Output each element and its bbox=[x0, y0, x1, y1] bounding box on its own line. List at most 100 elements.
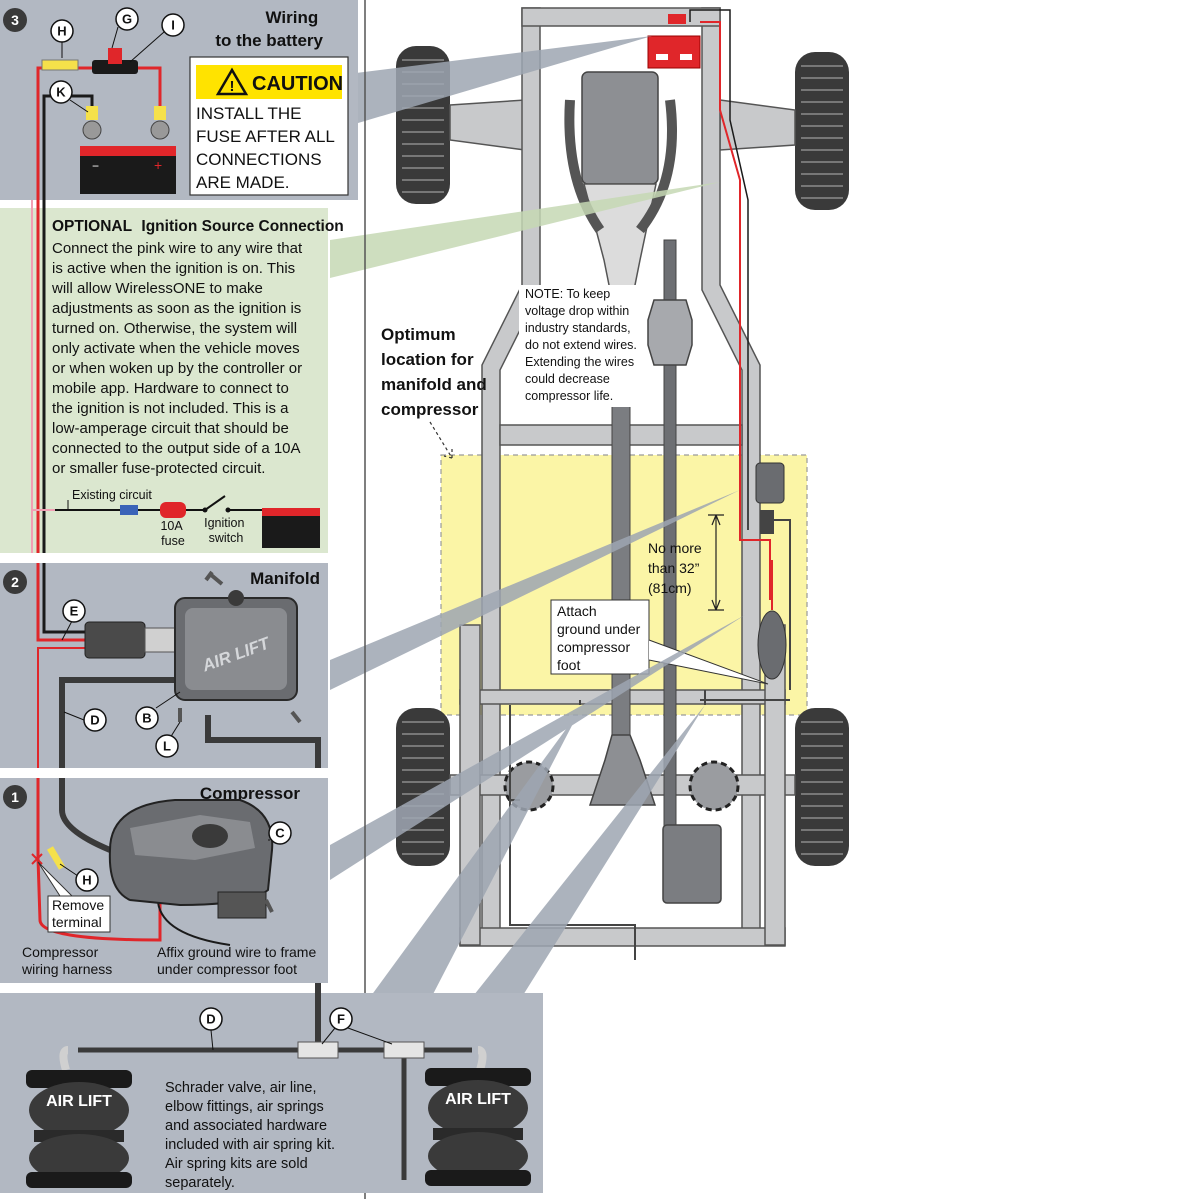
springs-note-line: and associated hardware bbox=[165, 1118, 327, 1134]
remove-terminal-line: Remove bbox=[52, 897, 104, 913]
callout-beams bbox=[330, 36, 745, 1000]
chassis-battery bbox=[647, 14, 701, 69]
distance-line: than 32” bbox=[648, 560, 700, 576]
fuse-label: fuse bbox=[161, 534, 185, 548]
beam-spring-left bbox=[368, 710, 580, 1000]
callout-k: K bbox=[49, 80, 89, 113]
svg-text:Wiring to the battery: Wiring to the battery bbox=[215, 8, 323, 50]
voltage-note-line: industry standards, bbox=[525, 321, 631, 335]
svg-text:10A fuse: 10A fuse bbox=[160, 519, 185, 548]
air-spring-left: AIR LIFT bbox=[26, 1070, 132, 1188]
air-lift-logo-icon bbox=[192, 824, 228, 848]
svg-text:Remove terminal: Remove terminal bbox=[52, 897, 108, 930]
step-badge-1 bbox=[3, 785, 27, 809]
catalytic-converter bbox=[647, 299, 693, 366]
svg-text:Ignition switch: Ignition switch bbox=[204, 516, 248, 545]
ground-note-line: ground under bbox=[557, 621, 641, 637]
muffler bbox=[662, 824, 722, 904]
manifold-unit: AIR LIFT bbox=[174, 590, 298, 701]
ignition-body-line: adjustments as soon as the ignition is bbox=[52, 300, 301, 317]
ground-note-line: Attach bbox=[557, 603, 597, 619]
ignition-body-line: or smaller fuse-protected circuit. bbox=[52, 460, 265, 477]
wiring-panel: 3 Wiring to the battery − + H bbox=[0, 0, 358, 200]
callout-d-springs: D bbox=[199, 1007, 223, 1051]
ignition-title-bold: OPTIONAL bbox=[52, 218, 132, 235]
callout-c: C bbox=[268, 821, 292, 845]
butt-connector bbox=[41, 59, 79, 71]
beam-compressor bbox=[330, 615, 745, 880]
voltage-note-line: could decrease bbox=[525, 372, 610, 386]
rear-spring-right-top bbox=[688, 760, 740, 812]
ground-note-line: foot bbox=[557, 657, 580, 673]
ground-note-pointer bbox=[648, 639, 769, 685]
air-line-elbow bbox=[59, 1046, 487, 1072]
ignition-body-line: the ignition is not included. This is a bbox=[52, 400, 289, 417]
svg-text:!: ! bbox=[230, 78, 235, 95]
chassis-wire-black bbox=[689, 9, 749, 530]
svg-text:D: D bbox=[206, 1012, 215, 1027]
tee-fitting-icon bbox=[297, 1041, 339, 1059]
compressor-title: Compressor bbox=[200, 784, 301, 803]
svg-text:L: L bbox=[163, 739, 171, 754]
compressor-panel: 1 Compressor C H Remove terminal bbox=[0, 778, 328, 983]
optimum-location-line: Optimum bbox=[381, 325, 456, 344]
manifold-title: Manifold bbox=[250, 569, 320, 588]
beam-ignition bbox=[330, 182, 720, 278]
caution-text-line: FUSE AFTER ALL bbox=[196, 127, 334, 146]
optimum-location-arrow bbox=[429, 421, 453, 459]
wiring-title: to the battery bbox=[215, 31, 323, 50]
svg-text:H: H bbox=[57, 24, 66, 39]
tee-fitting-icon bbox=[383, 1041, 425, 1059]
engine-block bbox=[581, 71, 659, 185]
compressor-ground-wire bbox=[157, 901, 231, 946]
fuse-holder bbox=[92, 60, 138, 74]
wiring-title: Wiring bbox=[266, 8, 319, 27]
spring-brand-left: AIR LIFT bbox=[46, 1093, 112, 1110]
distance-line: (81cm) bbox=[648, 580, 692, 596]
springs-note-line: Air spring kits are sold bbox=[165, 1156, 308, 1172]
callout-l: L bbox=[155, 721, 181, 758]
svg-text:Attach ground under: Attach ground under compressor foot bbox=[557, 603, 644, 673]
bolt-icon bbox=[204, 570, 224, 586]
svg-text:F: F bbox=[337, 1012, 345, 1027]
voltage-note-line: do not extend wires. bbox=[525, 338, 637, 352]
step-number: 3 bbox=[11, 12, 19, 28]
chassis-manifold-connector bbox=[760, 510, 774, 534]
svg-text:G: G bbox=[122, 12, 132, 27]
callout-f: F bbox=[321, 1007, 393, 1045]
ignition-body-line: only activate when the vehicle moves bbox=[52, 340, 300, 357]
fuse-icon bbox=[108, 48, 122, 64]
chassis-wire-red bbox=[700, 21, 771, 600]
ignition-switch-icon bbox=[204, 495, 226, 511]
svg-text:B: B bbox=[142, 711, 151, 726]
connector-icon bbox=[120, 505, 138, 515]
compressor-red-wire bbox=[36, 778, 162, 942]
ignition-body-line: connected to the output side of a 10A bbox=[52, 440, 301, 457]
switch-label: Ignition bbox=[204, 516, 244, 530]
manifold-red-wire bbox=[36, 563, 85, 642]
manifold-air-line bbox=[59, 677, 321, 768]
manifold-connector bbox=[84, 621, 176, 659]
warning-triangle-icon bbox=[215, 67, 249, 96]
optimum-location-line: manifold and bbox=[381, 375, 487, 394]
svg-text:NOTE: To keep voltage dr: NOTE: To keep voltage drop within indust… bbox=[525, 287, 640, 403]
callout-b: B bbox=[135, 691, 181, 730]
air-spring-right: AIR LIFT bbox=[425, 1068, 531, 1186]
ignition-body-line: mobile app. Hardware to connect to bbox=[52, 380, 289, 397]
ignition-body-line: will allow WirelessONE to make bbox=[51, 280, 263, 297]
manifold-black-wire bbox=[42, 563, 85, 634]
differential bbox=[588, 734, 657, 806]
spring-brand-right: AIR LIFT bbox=[445, 1091, 511, 1108]
ignition-body-line: Connect the pink wire to any wire that bbox=[52, 240, 303, 257]
remove-marker-icon bbox=[31, 853, 43, 865]
ignition-battery-icon bbox=[262, 508, 320, 548]
ground-label-line: Affix ground wire to frame bbox=[157, 944, 316, 960]
svg-text:No more than 32” (: No more than 32” (81cm) bbox=[648, 540, 706, 596]
voltage-note-line: NOTE: To keep bbox=[525, 287, 610, 301]
ignition-body-line: low-amperage circuit that should be bbox=[52, 420, 289, 437]
callout-h: H bbox=[50, 19, 74, 58]
caution-text-line: ARE MADE. bbox=[196, 173, 290, 192]
ignition-body-line: or when woken up by the controller or bbox=[52, 360, 302, 377]
callout-g: G bbox=[111, 7, 139, 49]
